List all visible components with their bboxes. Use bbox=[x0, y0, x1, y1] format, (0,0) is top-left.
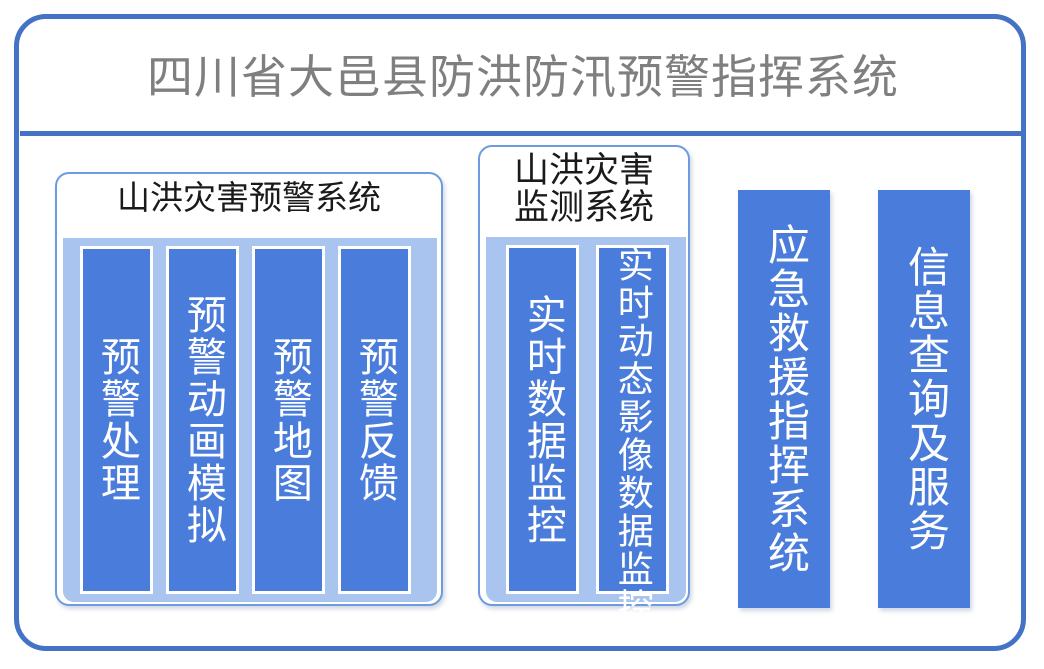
column-label-information-query-and-service: 信息查询及服务 bbox=[901, 245, 948, 553]
column-realtime-dynamic-image-data-monitoring[interactable]: 实时动态影像数据监控 bbox=[596, 245, 669, 626]
column-label-warning-map: 预警地图 bbox=[266, 336, 312, 504]
column-information-query-and-service[interactable]: 信息查询及服务 bbox=[878, 190, 970, 608]
column-warning-handling[interactable]: 预警处理 bbox=[80, 246, 153, 594]
column-emergency-rescue-command-system[interactable]: 应急救援指挥系统 bbox=[738, 190, 830, 608]
column-warning-animation-simulation[interactable]: 预警动画模拟 bbox=[166, 246, 239, 594]
outer-frame bbox=[14, 14, 1026, 651]
group-title-monitoring-system: 山洪灾害 监测系统 bbox=[513, 151, 654, 227]
column-warning-map[interactable]: 预警地图 bbox=[252, 246, 325, 594]
column-warning-feedback[interactable]: 预警反馈 bbox=[338, 246, 411, 594]
column-label-warning-animation-simulation: 预警动画模拟 bbox=[180, 294, 226, 546]
group-box-monitoring-system[interactable]: 山洪灾害 监测系统 实时数据监控 实时动态影像数据监控 bbox=[478, 145, 690, 626]
column-label-emergency-rescue-command-system: 应急救援指挥系统 bbox=[761, 223, 808, 575]
header-band: 四川省大邑县防洪防汛预警指挥系统 bbox=[20, 20, 1026, 133]
column-label-realtime-data-monitoring: 实时数据监控 bbox=[520, 293, 566, 546]
panel-monitoring-system: 实时数据监控 实时动态影像数据监控 bbox=[486, 237, 686, 626]
column-label-warning-handling: 预警处理 bbox=[94, 336, 140, 504]
page-title: 四川省大邑县防洪防汛预警指挥系统 bbox=[147, 49, 899, 104]
header-divider bbox=[20, 131, 1026, 136]
group-title-warning-system: 山洪灾害预警系统 bbox=[117, 181, 381, 217]
group-box-warning-system[interactable]: 山洪灾害预警系统 预警处理 预警动画模拟 预警地图 预警反馈 bbox=[55, 172, 443, 606]
panel-warning-system: 预警处理 预警动画模拟 预警地图 预警反馈 bbox=[63, 238, 437, 602]
column-label-realtime-dynamic-image-data-monitoring: 实时动态影像数据监控 bbox=[612, 246, 653, 626]
column-label-warning-feedback: 预警反馈 bbox=[352, 336, 398, 504]
column-realtime-data-monitoring[interactable]: 实时数据监控 bbox=[506, 245, 579, 594]
